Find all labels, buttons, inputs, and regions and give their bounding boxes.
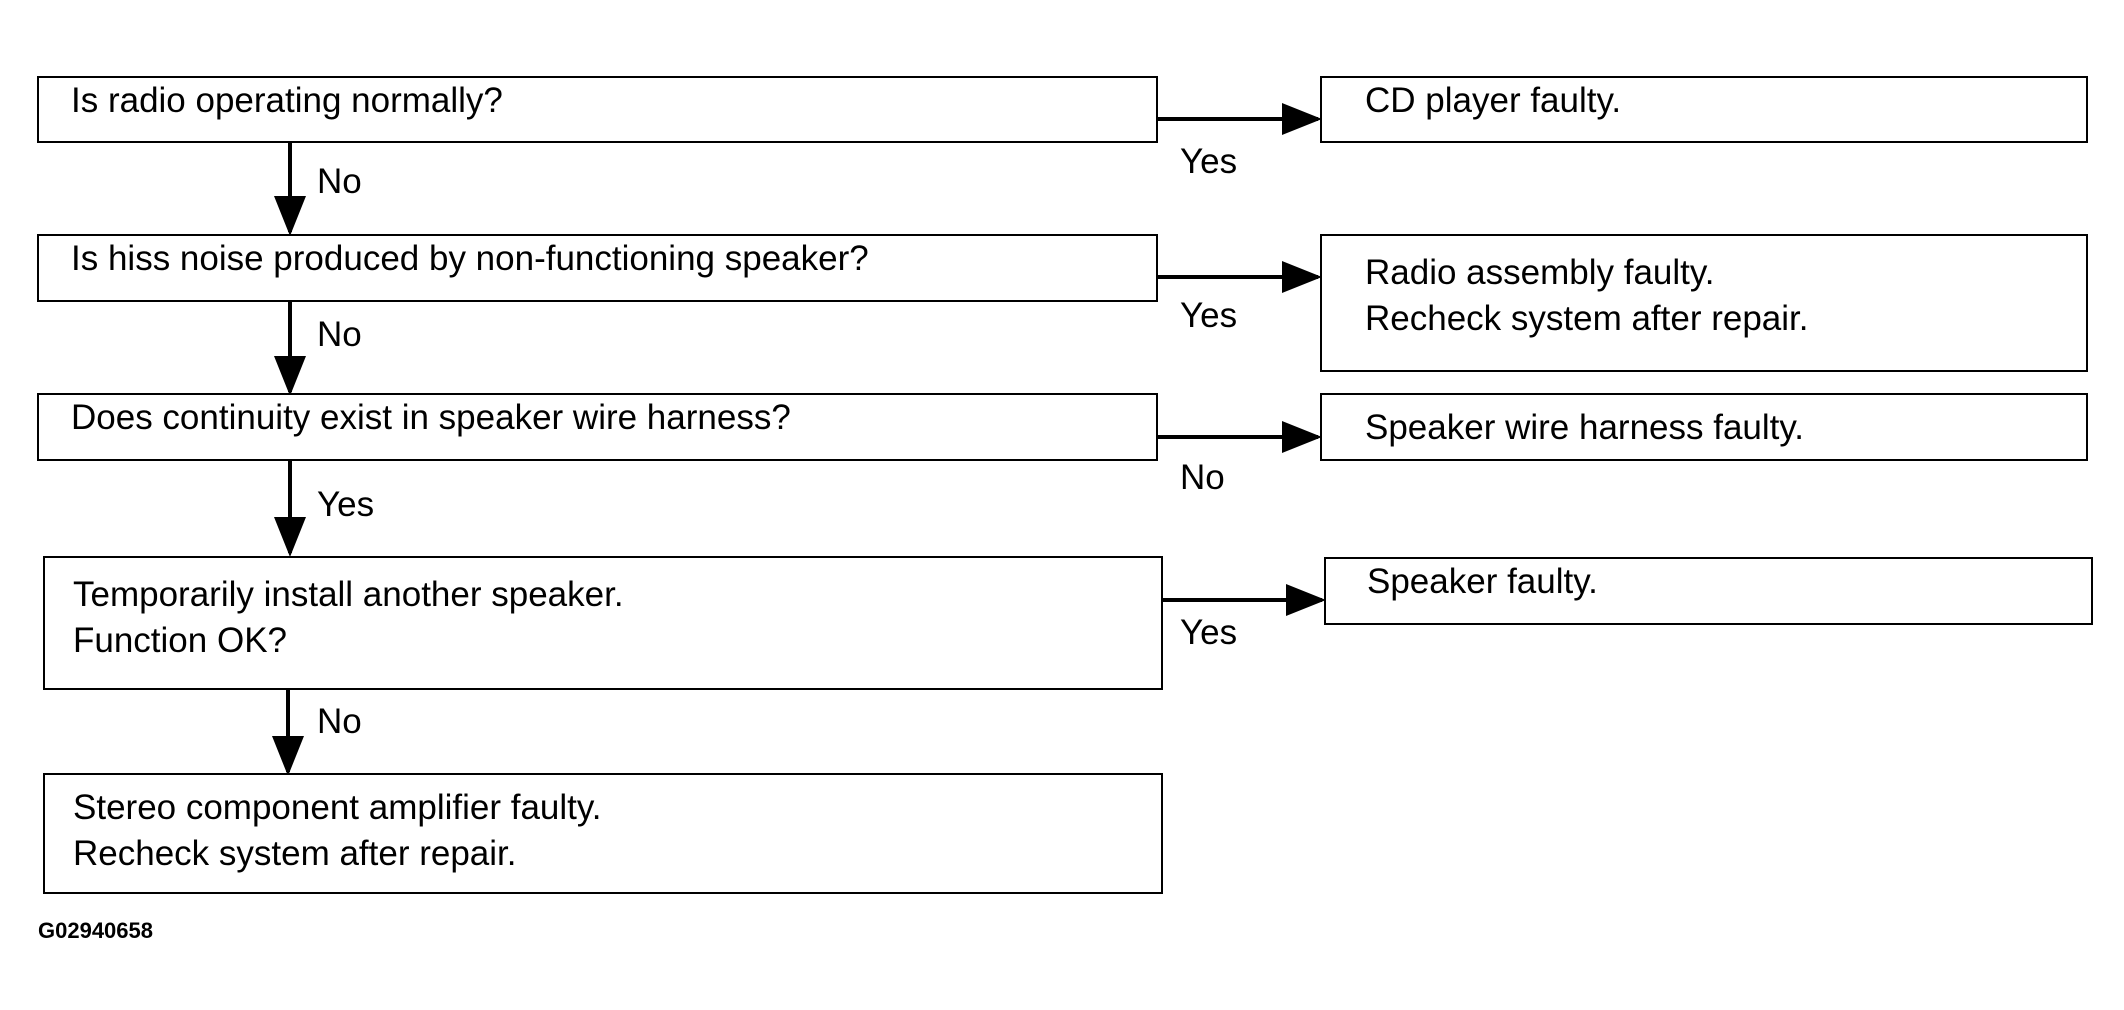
down-label-2: No bbox=[317, 315, 362, 354]
final-result-line-1: Stereo component amplifier faulty. bbox=[73, 788, 602, 827]
question-box-4: Temporarily install another speaker. Fun… bbox=[43, 556, 1163, 690]
result-box-4: Speaker faulty. bbox=[1324, 557, 2093, 625]
final-result-box: Stereo component amplifier faulty. Reche… bbox=[43, 773, 1163, 894]
result-box-3: Speaker wire harness faulty. bbox=[1320, 393, 2088, 461]
down-label-4: No bbox=[317, 702, 362, 741]
result-3-text: Speaker wire harness faulty. bbox=[1365, 408, 1805, 447]
question-box-3: Does continuity exist in speaker wire ha… bbox=[37, 393, 1158, 461]
question-4-text-line-2: Function OK? bbox=[73, 621, 287, 660]
result-1-text: CD player faulty. bbox=[1365, 81, 1622, 120]
side-label-4: Yes bbox=[1180, 613, 1238, 652]
question-4-text-line-1: Temporarily install another speaker. bbox=[73, 575, 624, 614]
down-label-1: No bbox=[317, 162, 362, 201]
question-box-2: Is hiss noise produced by non-functionin… bbox=[37, 234, 1158, 302]
side-label-3: No bbox=[1180, 458, 1225, 497]
result-box-1: CD player faulty. bbox=[1320, 76, 2088, 143]
question-box-1: Is radio operating normally? bbox=[37, 76, 1158, 143]
question-1-text: Is radio operating normally? bbox=[71, 81, 503, 120]
final-result-line-2: Recheck system after repair. bbox=[73, 834, 517, 873]
side-label-1: Yes bbox=[1180, 142, 1238, 181]
question-2-text: Is hiss noise produced by non-functionin… bbox=[71, 239, 869, 278]
result-4-text: Speaker faulty. bbox=[1367, 562, 1598, 601]
figure-id: G02940658 bbox=[38, 918, 153, 943]
result-box-2: Radio assembly faulty. Recheck system af… bbox=[1320, 234, 2088, 372]
question-3-text: Does continuity exist in speaker wire ha… bbox=[71, 398, 791, 437]
result-2-text-line-2: Recheck system after repair. bbox=[1365, 299, 1809, 338]
side-label-2: Yes bbox=[1180, 296, 1238, 335]
down-label-3: Yes bbox=[317, 485, 375, 524]
result-2-text-line-1: Radio assembly faulty. bbox=[1365, 253, 1715, 292]
